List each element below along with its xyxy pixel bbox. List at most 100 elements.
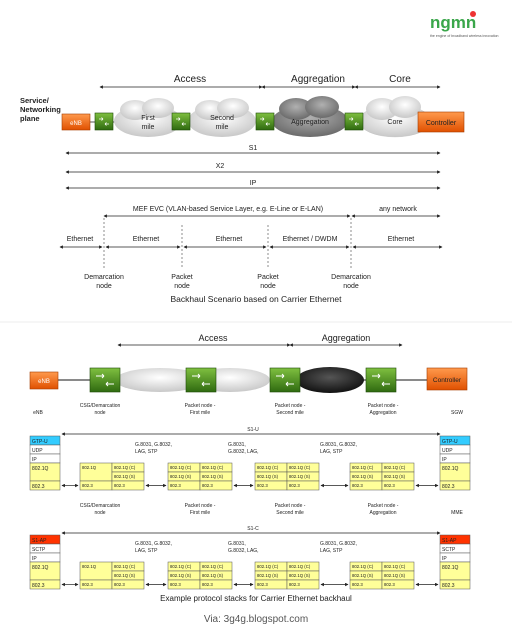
stack-cell	[286, 480, 320, 491]
logo-tagline: the engine of broadband wireless innovat…	[430, 34, 499, 38]
svg-text:S1-AP: S1-AP	[442, 538, 457, 544]
stack-cell-label: 802.1Q	[82, 465, 97, 470]
protocol-note-c-2b: G.8032, LAG,	[228, 548, 259, 554]
bottom-switch-2	[185, 367, 217, 393]
link-label-2: Ethernet	[133, 236, 160, 243]
svg-text:First mile: First mile	[190, 510, 210, 516]
top-controller-node: Controller	[417, 111, 465, 133]
svg-text:SGW: SGW	[451, 410, 463, 416]
protocol-note-c-3a: G.8031, G.8032,	[320, 541, 357, 547]
node-label-packet-2a: Packet	[257, 274, 278, 281]
svg-text:First: First	[141, 115, 155, 122]
svg-text:Second: Second	[210, 115, 234, 122]
svg-text:GTP-U: GTP-U	[32, 439, 48, 445]
mef-evc-label: MEF EVC (VLAN-based Service Layer, e.g. …	[133, 206, 323, 213]
logo-dot-icon	[470, 11, 476, 17]
cloud-aggregation: Aggregation	[272, 96, 348, 137]
node-stacks-user: 802.1Q 802.3 802.1Q (C) 802.1Q (S) 802.3 802.…	[61, 462, 439, 491]
svg-text:eNB: eNB	[33, 410, 43, 416]
svg-text:802.1Q: 802.1Q	[32, 466, 49, 472]
top-enb-node: eNB	[61, 113, 91, 131]
stack-cell	[381, 480, 415, 491]
link-label-1: Ethernet	[67, 236, 94, 243]
stack-user-left: GTP-U UDP IP 802.1Q 802.3	[29, 435, 61, 491]
protocol-note-u-2a: G.8031,	[228, 442, 246, 448]
bottom-caption: Example protocol stacks for Carrier Ethe…	[160, 594, 352, 603]
stack-cell-label: 802.1Q (C)	[202, 465, 224, 470]
node-label-packet-1a: Packet	[171, 274, 192, 281]
footer-credit: Via: 3g4g.blogspot.com	[204, 614, 308, 625]
stack-cell-label: 802.1Q (S)	[202, 474, 224, 479]
svg-text:mile: mile	[216, 124, 229, 131]
stack-cell-label: 802.1Q (C)	[114, 465, 136, 470]
svg-text:IP: IP	[32, 457, 37, 463]
plane-label-1: Service/	[20, 96, 50, 105]
stack-cell-label: 802.1Q (C)	[352, 465, 374, 470]
bottom-cloud-band	[115, 367, 364, 393]
segment-access-label: Access	[174, 74, 206, 85]
svg-text:eNB: eNB	[70, 121, 82, 127]
svg-text:Packet node -: Packet node -	[368, 503, 399, 509]
node-label-demarcation-2a: Demarcation	[331, 274, 371, 281]
svg-text:node: node	[94, 510, 105, 516]
svg-text:802.3: 802.3	[32, 583, 45, 589]
stack-cell	[286, 579, 320, 590]
stack-cell-label: 802.1Q (C)	[384, 564, 406, 569]
stack-control-left: S1-AP SCTP IP 802.1Q 802.3	[29, 534, 61, 590]
svg-text:GTP-U: GTP-U	[442, 439, 458, 445]
stack-cell-label: 802.3	[82, 483, 93, 488]
stack-cell	[111, 579, 145, 590]
stack-cell-label: 802.3	[257, 483, 268, 488]
cloud-first-mile: First mile	[114, 98, 182, 137]
s1u-label: S1-U	[247, 427, 259, 433]
svg-text:Core: Core	[387, 119, 402, 126]
svg-text:802.1Q: 802.1Q	[442, 466, 459, 472]
stack-cell-label: 802.1Q (C)	[170, 564, 192, 569]
stack-cell-label: 802.3	[202, 483, 213, 488]
stack-cell-label: 802.1Q (S)	[170, 474, 192, 479]
stack-cell-label: 802.1Q (S)	[257, 474, 279, 479]
svg-text:Packet node -: Packet node -	[185, 403, 216, 409]
stack-cell-label: 802.3	[114, 582, 125, 587]
protocol-note-c-1b: LAG, STP	[135, 548, 158, 554]
stack-cell-label: 802.1Q (S)	[170, 573, 192, 578]
stack-user-right: GTP-U UDP IP 802.1Q 802.3	[439, 435, 471, 491]
link-label-5: Ethernet	[388, 236, 415, 243]
cloud-core: Core	[358, 96, 432, 138]
top-switch-3	[255, 112, 275, 131]
bottom-switch-1	[89, 367, 121, 393]
stack-cell-label: 802.1Q (C)	[289, 564, 311, 569]
svg-text:MME: MME	[451, 510, 463, 516]
protocol-note-c-2a: G.8031,	[228, 541, 246, 547]
svg-text:CSG/Demarcation: CSG/Demarcation	[80, 403, 121, 409]
stack-cell-label: 802.1Q (S)	[289, 573, 311, 578]
svg-text:IP: IP	[442, 556, 447, 562]
stack-cell-label: 802.3	[170, 582, 181, 587]
stack-cell-label: 802.3	[289, 483, 300, 488]
protocol-note-u-1a: G.8031, G.8032,	[135, 442, 172, 448]
node-label-demarcation-1a: Demarcation	[84, 274, 124, 281]
plane-label-3: plane	[20, 114, 40, 123]
stack-cell-label: 802.3	[384, 582, 395, 587]
stack-cell	[199, 579, 233, 590]
column-labels-user-plane: eNB CSG/Demarcation node Packet node - F…	[33, 403, 463, 416]
stack-cell-label: 802.1Q	[82, 564, 97, 569]
protocol-note-u-2b: G.8032, LAG,	[228, 449, 259, 455]
bottom-aggregation-label: Aggregation	[322, 333, 371, 343]
s1-label: S1	[249, 145, 258, 152]
svg-text:Second mile: Second mile	[276, 510, 304, 516]
segment-core-label: Core	[389, 74, 411, 85]
bottom-enb-node: eNB	[29, 371, 59, 390]
svg-text:802.1Q: 802.1Q	[32, 565, 49, 571]
stack-cell-label: 802.1Q (C)	[257, 564, 279, 569]
plane-label-2: Networking	[20, 105, 61, 114]
svg-text:SCTP: SCTP	[32, 547, 46, 553]
svg-text:Aggregation: Aggregation	[370, 410, 397, 416]
svg-text:Second mile: Second mile	[276, 410, 304, 416]
stack-cell-label: 802.1Q (C)	[202, 564, 224, 569]
stack-cell	[111, 480, 145, 491]
stack-cell-label: 802.1Q (S)	[352, 573, 374, 578]
stack-cell-label: 802.3	[202, 582, 213, 587]
cloud-second-mile: Second mile	[188, 98, 256, 137]
